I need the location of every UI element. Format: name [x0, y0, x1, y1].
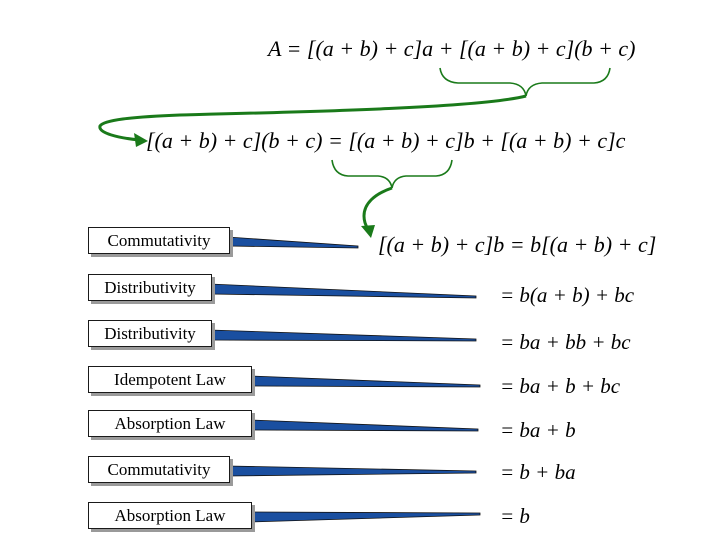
callout-line-6 — [227, 465, 477, 477]
arrow-2 — [362, 186, 393, 230]
callout-line-3 — [209, 329, 477, 342]
equation-step-absorb: = ba + b — [500, 418, 576, 442]
equation-step-commute: = b + ba — [500, 460, 576, 484]
equation-step-idempotent: = ba + b + bc — [500, 374, 621, 398]
label-absorption-law-1: Absorption Law — [88, 410, 252, 437]
label-distributivity-2: Distributivity — [88, 320, 212, 347]
brace-2 — [331, 159, 453, 189]
equation-result: = b — [500, 504, 530, 528]
label-idempotent-law: Idempotent Law — [88, 366, 252, 393]
label-absorption-law-2: Absorption Law — [88, 502, 252, 529]
arrowhead-1 — [134, 133, 148, 147]
brace-1 — [439, 67, 611, 97]
label-commutativity-2: Commutativity — [88, 456, 230, 483]
label-commutativity-1: Commutativity — [88, 227, 230, 254]
equation-step-distribute: = b(a + b) + bc — [500, 283, 635, 307]
callout-line-7 — [249, 511, 481, 523]
equation-commute-b: [(a + b) + c]b = b[(a + b) + c] — [378, 232, 657, 257]
arrow-1 — [98, 94, 527, 142]
callout-line-4 — [249, 375, 481, 388]
equation-step-expand: = ba + bb + bc — [500, 330, 631, 354]
equation-distribute-bc: [(a + b) + c](b + c) = [(a + b) + c]b + … — [146, 128, 626, 153]
arrowhead-2 — [361, 225, 375, 238]
label-distributivity-1: Distributivity — [88, 274, 212, 301]
callout-line-5 — [249, 419, 479, 432]
callout-line-2 — [209, 283, 477, 299]
equation-A-expansion: A = [(a + b) + c]a + [(a + b) + c](b + c… — [268, 36, 636, 61]
callout-line-1 — [227, 236, 359, 249]
